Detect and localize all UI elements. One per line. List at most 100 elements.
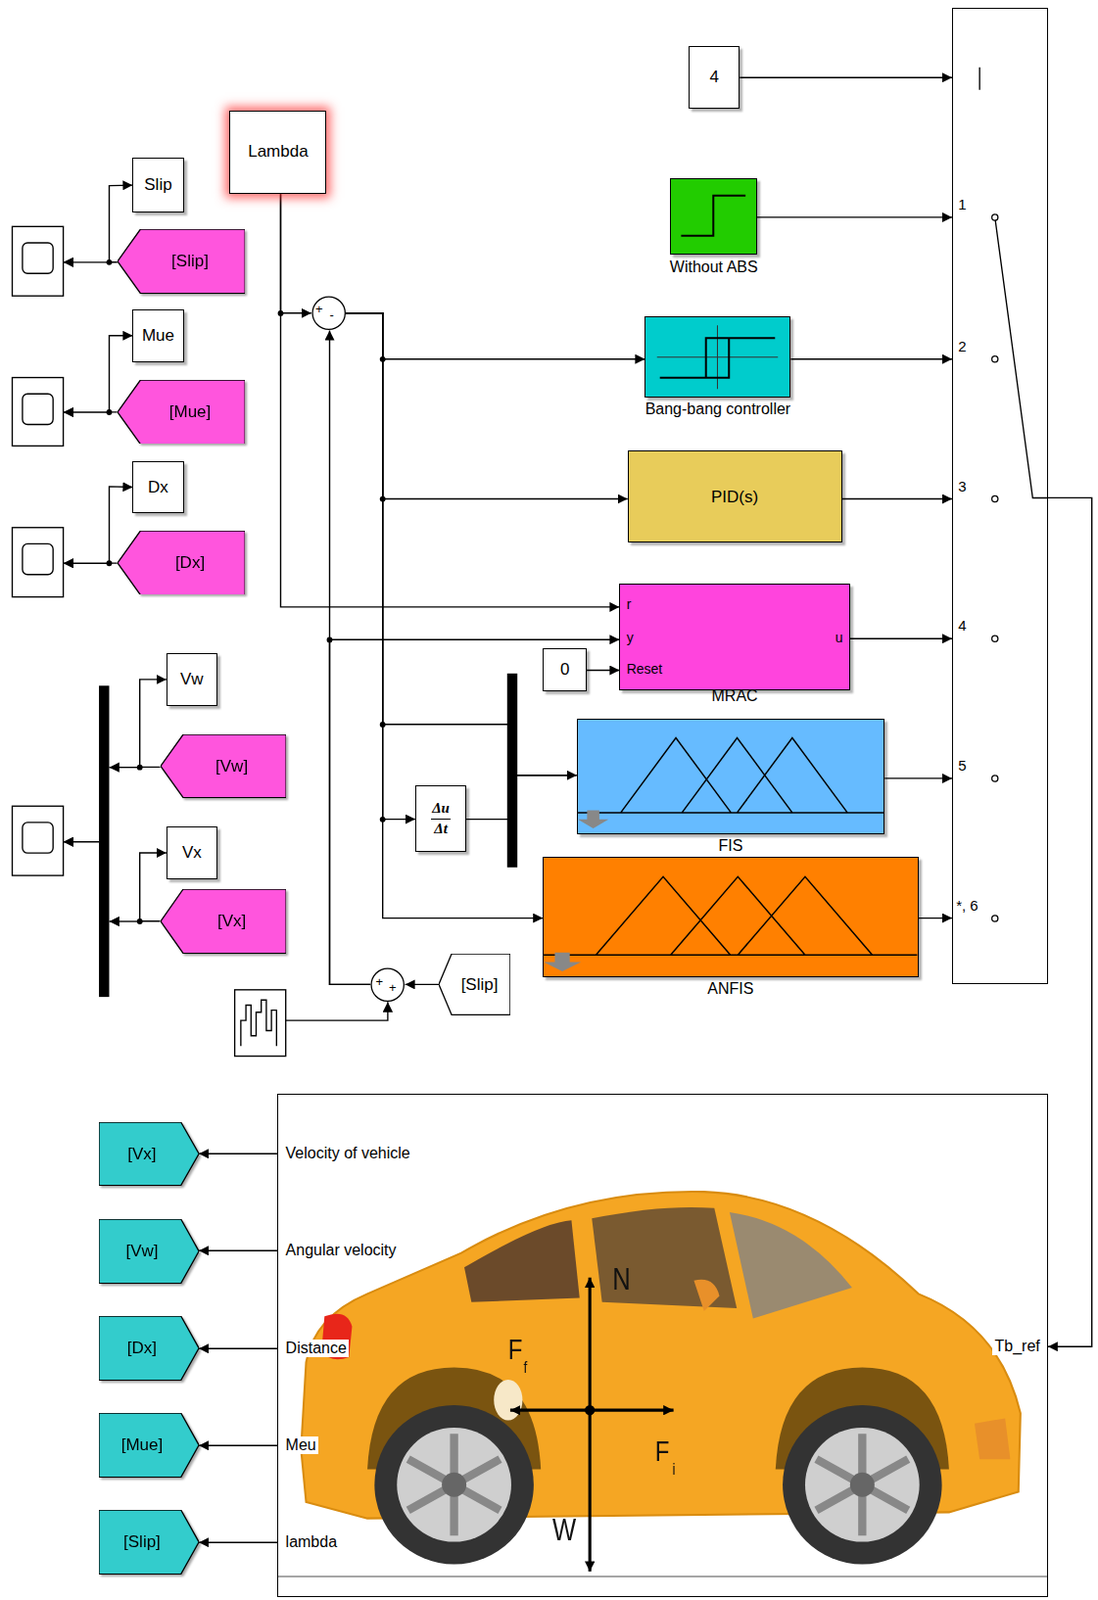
signal-line [345, 313, 645, 360]
mux-bars [98, 673, 518, 998]
block-label: 1 [957, 195, 966, 213]
block-label: MRAC [712, 687, 759, 706]
tag-outline [98, 1413, 199, 1479]
junction-dots [106, 259, 386, 925]
signal-line [198, 1348, 278, 1350]
label-stack: [Vw] [160, 734, 287, 799]
tag-outline [98, 1510, 199, 1576]
switch-ports [992, 214, 999, 922]
signal-line [466, 775, 576, 820]
block-label: FIS [717, 837, 743, 856]
signal-line [842, 498, 954, 500]
label-stack: [Dx] [98, 1316, 199, 1382]
block-label: [Dx] [175, 553, 205, 573]
block-label: u [835, 629, 844, 646]
label-stack: [Vx] [160, 889, 287, 955]
label-stack: Vw [167, 654, 217, 706]
block-icon [645, 317, 790, 397]
signal-line [586, 669, 620, 671]
tag-outline [160, 734, 287, 799]
constant-block: 4 [688, 46, 740, 110]
block-label: Vx [182, 843, 202, 863]
tag-outline [160, 889, 287, 955]
block-label: Δu [429, 799, 453, 818]
from-tag: [Slip] [117, 229, 245, 294]
workspace-block: Dx [132, 461, 184, 514]
block-icon [543, 858, 917, 977]
mrac-block: ryResetuMRAC [619, 583, 850, 691]
workspace-block: Mue [132, 309, 184, 363]
signal-line [757, 216, 953, 218]
block-label: Tb_ref [992, 1337, 1042, 1356]
block-label: Without ABS [669, 258, 759, 277]
label-stack: [Dx] [117, 530, 245, 596]
pid-block: PID(s) [627, 450, 843, 543]
constant-block: 0 [542, 648, 587, 693]
force-label: f [524, 1359, 528, 1377]
signal-line [1048, 497, 1093, 1347]
signal-line [345, 313, 576, 776]
block-label: [Vw] [215, 757, 248, 777]
block-label: PID(s) [711, 487, 759, 508]
signal-line [345, 313, 543, 919]
from-tag: [Slip] [438, 954, 511, 1016]
label-stack: ΔuΔt [416, 786, 466, 852]
label-stack: [Slip] [98, 1510, 199, 1576]
signal-line [739, 76, 953, 78]
anfis-block: ANFIS [542, 857, 918, 978]
signal-line [790, 358, 953, 360]
tag-outline [117, 530, 245, 596]
block-label: 5 [957, 757, 966, 774]
block-label: [Slip] [123, 1532, 161, 1553]
block-label: Mue [142, 326, 175, 346]
force-label: i [671, 1461, 675, 1479]
block-label: + [315, 302, 324, 318]
block-label: 2 [957, 337, 966, 355]
sum-outline [312, 296, 345, 330]
switch-block: 12345*, 6 [952, 7, 1049, 985]
sum-outline [371, 968, 404, 1002]
block-label: 4 [710, 67, 719, 88]
label-stack: 4 [689, 47, 739, 109]
workspace-block: Vw [166, 653, 218, 707]
signal-line [850, 638, 953, 640]
block-label: Vw [180, 669, 204, 690]
scope-wires [63, 67, 1049, 1021]
label-stack: Lambda [230, 111, 326, 193]
block-label: Bang-bang controller [645, 400, 792, 419]
label-stack: [Mue] [117, 380, 245, 445]
block-label: ANFIS [707, 980, 754, 999]
block-label: + [388, 981, 397, 997]
block-icon [670, 179, 757, 254]
signal-line [330, 331, 372, 986]
block-label: [Slip] [461, 975, 499, 996]
relay-block: Bang-bang controller [644, 316, 791, 398]
fuzzy-block: FIS [576, 718, 886, 835]
signal-line [198, 1153, 278, 1155]
tag-outline [117, 229, 245, 294]
label-stack: 0 [543, 649, 586, 692]
tag-outline [438, 954, 511, 1016]
from-tag: [Vw] [160, 734, 287, 799]
car-illustration [277, 1192, 1049, 1577]
tag-outline [98, 1219, 199, 1285]
tag-outline [117, 380, 245, 445]
label-stack: [Slip] [117, 229, 245, 294]
block-label: [Vx] [127, 1145, 156, 1165]
block-label: [Dx] [127, 1338, 157, 1359]
signal-line [198, 1541, 278, 1543]
workspace-block: Vx [166, 826, 218, 880]
signal-line [281, 193, 312, 314]
block-label: [Vw] [125, 1241, 158, 1262]
signal-line [345, 313, 416, 820]
block-label: [Vx] [217, 911, 246, 932]
label-stack: [Slip] [438, 954, 511, 1016]
signal-line [281, 193, 621, 608]
block-label: [Mue] [121, 1435, 164, 1456]
force-label: N [612, 1263, 630, 1295]
signal-line [140, 679, 167, 768]
signal-line [140, 853, 167, 922]
goto-tag: [Vx] [98, 1122, 199, 1187]
block-label: Dx [147, 477, 169, 498]
block-label: *, 6 [955, 897, 979, 914]
